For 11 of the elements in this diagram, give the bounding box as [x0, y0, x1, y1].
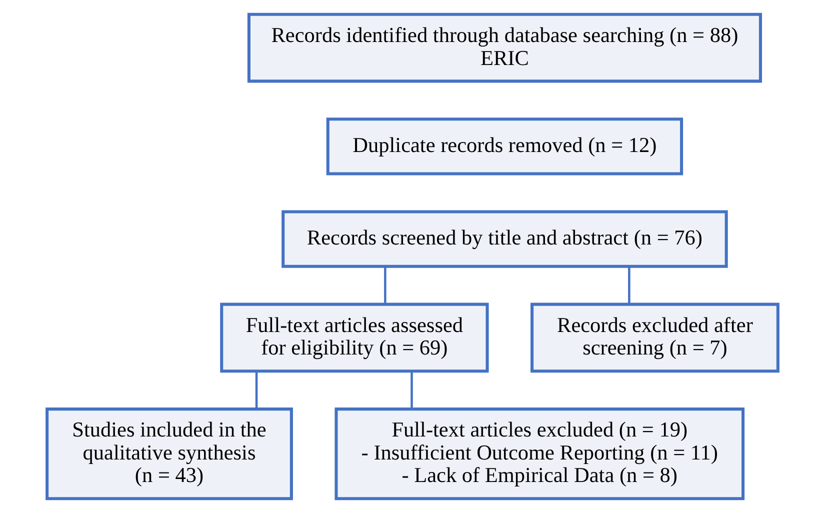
connector — [384, 266, 386, 304]
connector — [254, 371, 258, 409]
node-box: Studies included in the qualitative synthesis (n = 43) — [45, 408, 292, 500]
connector — [410, 371, 412, 409]
node-box: Records excluded after screening (n = 7) — [530, 302, 779, 373]
connector — [628, 266, 630, 304]
node-box: Full-text articles assessed for eligibility (n = 69) — [220, 302, 488, 373]
node-box: Full-text articles excluded (n = 19) - Insufficient Outcome Reporting (n = 11) - Lack of Empirical Data (n = 8) — [334, 408, 744, 500]
node-box: Records screened by title and abstract (n = 76) — [281, 210, 728, 268]
node-box: Records identified through database searching (n = 88) ERIC — [246, 12, 762, 83]
node-box: Duplicate records removed (n = 12) — [326, 118, 683, 176]
